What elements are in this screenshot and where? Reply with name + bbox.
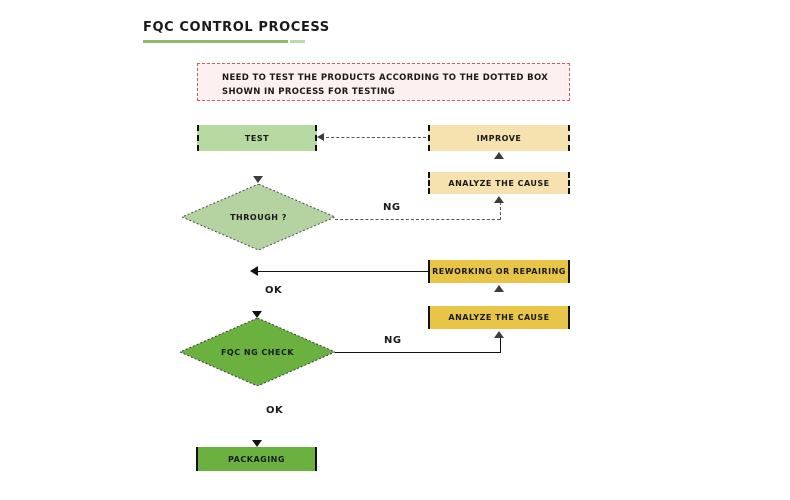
title-underline-accent [290,40,305,43]
node-analyze-cause-top[interactable]: ANALYZE THE CAUSE [428,172,570,194]
edge-fqc-ng-vertical [500,337,501,353]
node-through-label: THROUGH ? [230,212,287,222]
edge-improve-to-test [326,137,426,138]
diamond-shape-fqc-icon [180,318,335,386]
page-title: FQC CONTROL PROCESS [143,20,330,35]
page-title-wrap: FQC CONTROL PROCESS [143,20,330,35]
node-improve[interactable]: IMPROVE [428,125,570,151]
node-reworking-or-repairing[interactable]: REWORKING OR REPAIRING [428,260,570,283]
edge-label-ok-upper: OK [265,285,283,296]
arrow-analyze-bottom-to-reworking-icon [494,285,504,292]
node-improve-label: IMPROVE [476,133,522,143]
notice-box: NEED TO TEST THE PRODUCTS ACCORDING TO T… [197,63,570,101]
edge-label-ok-lower: OK [266,405,284,416]
node-fqc-ng-check-decision[interactable]: FQC NG CHECK [180,318,335,386]
node-fqc-ng-check-label: FQC NG CHECK [220,347,295,357]
title-underline [143,40,288,43]
edge-fqc-ng-horizontal [335,352,501,353]
arrow-reworking-left-icon [250,266,258,276]
node-through-decision[interactable]: THROUGH ? [182,184,335,250]
arrow-into-packaging-icon [252,440,262,447]
edge-through-ng-vertical [500,202,501,220]
arrow-test-to-through-icon [253,176,263,183]
node-packaging[interactable]: PACKAGING [196,447,317,471]
node-test-label: TEST [244,133,270,143]
arrow-into-fqc-check-icon [252,311,262,318]
edge-reworking-to-left [258,271,428,272]
arrow-through-ng-icon [494,196,504,203]
node-packaging-label: PACKAGING [228,454,285,464]
node-analyze-cause-bottom[interactable]: ANALYZE THE CAUSE [428,306,570,329]
arrow-fqc-ng-icon [494,331,504,338]
edge-label-ng-lower: NG [384,335,402,346]
notice-text: NEED TO TEST THE PRODUCTS ACCORDING TO T… [222,73,549,97]
node-test[interactable]: TEST [197,125,317,151]
diamond-shape-through-icon [182,184,335,250]
edge-label-ng-upper: NG [383,202,401,213]
arrow-analyze-to-improve-icon [494,152,504,159]
node-reworking-label: REWORKING OR REPAIRING [432,267,566,276]
arrow-improve-to-test-icon [317,133,324,141]
node-analyze-cause-top-label: ANALYZE THE CAUSE [448,178,550,188]
edge-through-ng-horizontal [335,219,500,220]
node-analyze-cause-bottom-label: ANALYZE THE CAUSE [448,313,550,322]
